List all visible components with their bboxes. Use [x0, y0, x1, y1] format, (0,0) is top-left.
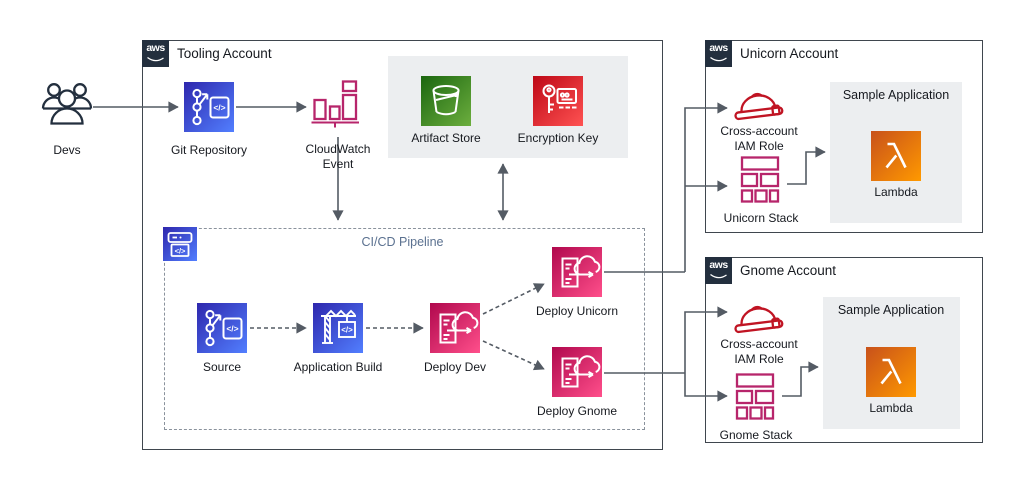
source-codecommit-icon: </> — [197, 303, 247, 353]
gnome-iam-role-label: Cross-account IAM Role — [720, 337, 798, 366]
tooling-account-title: Tooling Account — [177, 46, 272, 61]
s3-bucket-icon — [421, 76, 471, 126]
deploy-dev-label: Deploy Dev — [423, 360, 487, 374]
git-repository-icon: </> — [184, 82, 234, 132]
cloudwatch-event-icon — [311, 80, 359, 128]
source-label: Source — [202, 360, 242, 374]
git-repository-label: Git Repository — [170, 143, 248, 157]
devs-label: Devs — [53, 143, 81, 157]
kms-key-icon — [533, 76, 583, 126]
codebuild-icon: </> — [313, 303, 363, 353]
cloudwatch-event-label: CloudWatch Event — [305, 142, 371, 171]
application-build-label: Application Build — [293, 360, 383, 374]
deploy-unicorn-label: Deploy Unicorn — [535, 304, 619, 318]
gnome-lambda-icon — [866, 347, 916, 397]
deploy-unicorn-cloudformation-icon — [552, 247, 602, 297]
gnome-stack-icon — [735, 373, 775, 420]
artifact-store-label: Artifact Store — [411, 131, 481, 145]
encryption-key-label: Encryption Key — [517, 131, 599, 145]
unicorn-sample-application-title: Sample Application — [842, 88, 950, 102]
deploy-gnome-cloudformation-icon — [552, 347, 602, 397]
code-glyph: </> — [341, 326, 353, 335]
code-glyph: </> — [175, 247, 186, 256]
deploy-gnome-label: Deploy Gnome — [536, 404, 618, 418]
devs-users-icon — [41, 83, 93, 125]
unicorn-account-title: Unicorn Account — [740, 46, 839, 61]
aws-logo-text: aws — [146, 42, 165, 54]
gnome-stack-label: Gnome Stack — [719, 428, 793, 442]
codepipeline-icon: </> — [163, 227, 197, 261]
aws-logo-icon: aws — [142, 40, 169, 67]
gnome-sample-application-title: Sample Application — [837, 303, 945, 317]
gnome-lambda-label: Lambda — [869, 401, 913, 415]
aws-logo-icon: aws — [705, 40, 732, 67]
aws-smile-icon — [710, 273, 727, 279]
unicorn-lambda-label: Lambda — [874, 185, 918, 199]
code-glyph: </> — [213, 103, 225, 113]
aws-logo-icon: aws — [705, 257, 732, 284]
cicd-pipeline-title: CI/CD Pipeline — [361, 235, 444, 249]
unicorn-iam-role-label: Cross-account IAM Role — [720, 124, 798, 153]
deploy-dev-cloudformation-icon — [430, 303, 480, 353]
gnome-iam-role-icon — [734, 305, 784, 334]
unicorn-stack-icon — [740, 156, 780, 203]
gnome-account-title: Gnome Account — [740, 263, 837, 278]
code-glyph: </> — [226, 324, 238, 334]
cicd-pipeline-box — [164, 228, 645, 430]
aws-smile-icon — [710, 56, 727, 62]
unicorn-lambda-icon — [871, 131, 921, 181]
aws-smile-icon — [147, 56, 164, 62]
unicorn-stack-label: Unicorn Stack — [723, 211, 799, 225]
unicorn-iam-role-icon — [734, 92, 784, 121]
